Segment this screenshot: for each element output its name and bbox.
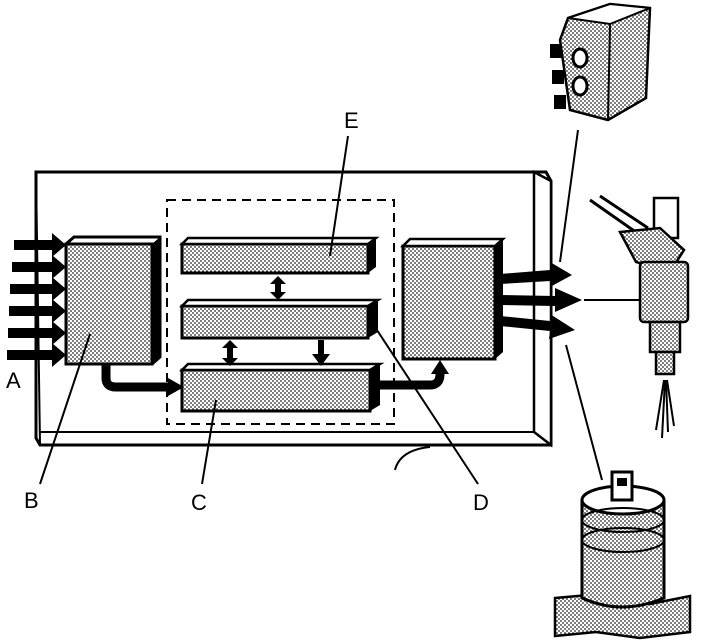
- processor-block-c: [178, 362, 385, 413]
- label-a: A: [6, 368, 21, 393]
- label-c: C: [191, 490, 207, 515]
- relay-module-icon: [550, 2, 652, 122]
- fuel-injector-icon: [589, 194, 690, 439]
- internal-flow-arrows: [101, 276, 449, 396]
- fuel-pump-icon: [553, 470, 692, 640]
- memory-block-d: [178, 298, 383, 340]
- input-signal-arrows: [7, 233, 66, 367]
- label-d: D: [473, 490, 489, 515]
- processor-boundary: [166, 199, 395, 425]
- label-leader-lines: [39, 135, 479, 485]
- actuator-leader-lines: [559, 129, 640, 481]
- label-b: B: [24, 488, 39, 513]
- output-signal-arrows: [500, 262, 582, 339]
- memory-block-e: [178, 236, 380, 275]
- input-block: [64, 235, 162, 366]
- output-block: [399, 237, 507, 361]
- label-e: E: [344, 108, 359, 133]
